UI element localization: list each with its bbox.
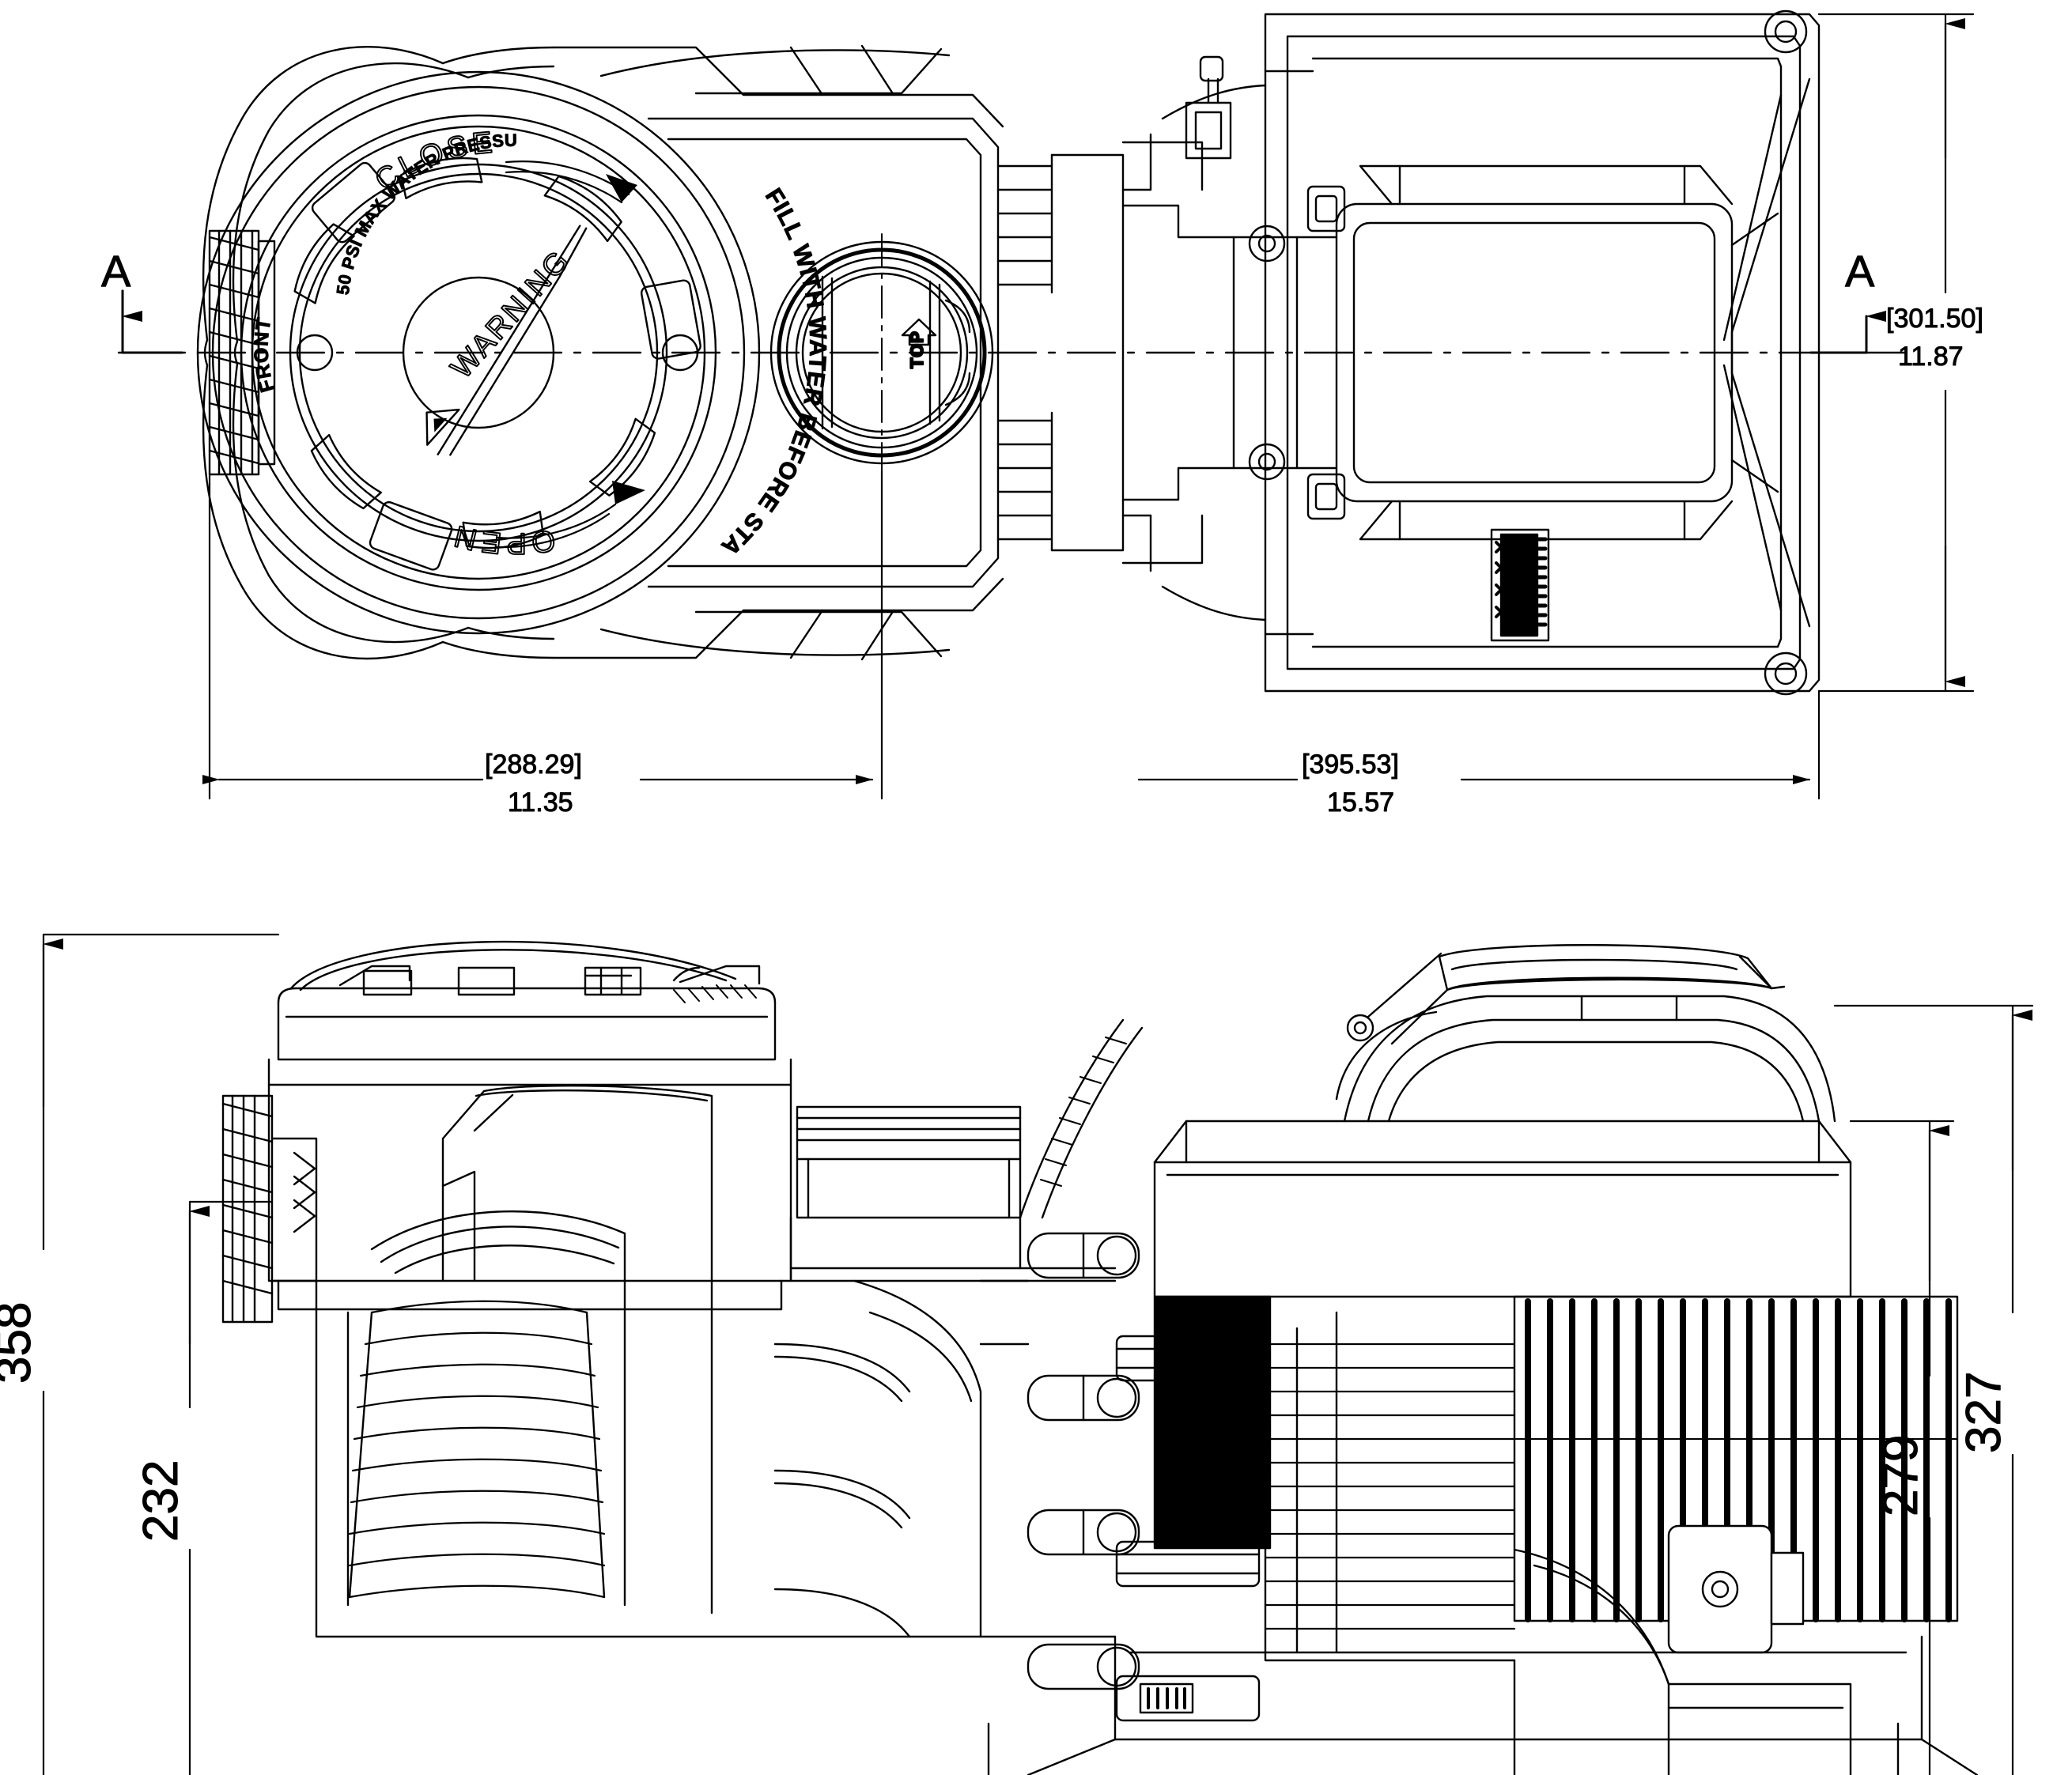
top-view: CLOSE OPEN FILL WITH WATER BEFORE STARTI…: [0, 0, 1983, 818]
dim-rear-mm: [395.53]: [1302, 750, 1399, 780]
side-suction-port: [221, 1094, 318, 1324]
dim-motor-height: [1849, 1120, 1955, 1775]
dim-depth-inch: 11.87: [1898, 342, 1964, 372]
section-label-left: A: [101, 246, 131, 296]
lid-knob-tabs: [293, 157, 701, 571]
dim-327: 327: [1957, 1372, 2011, 1453]
dim-232: 232: [134, 1460, 188, 1542]
motor-cooling-fins: [1513, 1295, 1959, 1654]
dim-front-inch: 11.35: [508, 787, 573, 818]
lid-text-warning: WARNING: [444, 244, 577, 385]
dim-279: 279: [1873, 1435, 1928, 1516]
side-volute-housing: [315, 1018, 1144, 1690]
seal-plate-bracket: [1050, 55, 1299, 621]
section-mark-right: [1809, 311, 1886, 354]
side-motor: [987, 944, 1979, 1775]
dim-overall-height: [42, 933, 280, 1775]
side-view: 358 232 279 327: [0, 933, 2034, 1775]
dim-358: 358: [0, 1302, 41, 1384]
dim-width-rear: [1137, 689, 1821, 800]
section-mark-left: [121, 289, 183, 354]
side-bolt-bosses: [1027, 1232, 1140, 1690]
dim-depth-mm: [301.50]: [1886, 304, 1983, 334]
motor-enclosure: [1264, 9, 1821, 696]
dim-rear-inch: 15.57: [1327, 787, 1394, 818]
dim-front-mm: [288.29]: [485, 750, 582, 780]
dim-overall-right-height: [1833, 1004, 2034, 1775]
motor-nameplate: [1490, 528, 1550, 642]
dim-suction-height: [188, 1200, 274, 1775]
dim-depth-overall: [1817, 13, 1975, 693]
side-strainer-lid: [267, 940, 792, 1311]
side-discharge-port: [796, 1105, 1022, 1219]
section-label-right: A: [1845, 246, 1875, 296]
dim-width-front: [202, 470, 883, 800]
lid-handle-loops: [202, 46, 555, 660]
lid-rotation-arrows: [495, 161, 645, 549]
volute-body: TOP: [552, 44, 1053, 661]
